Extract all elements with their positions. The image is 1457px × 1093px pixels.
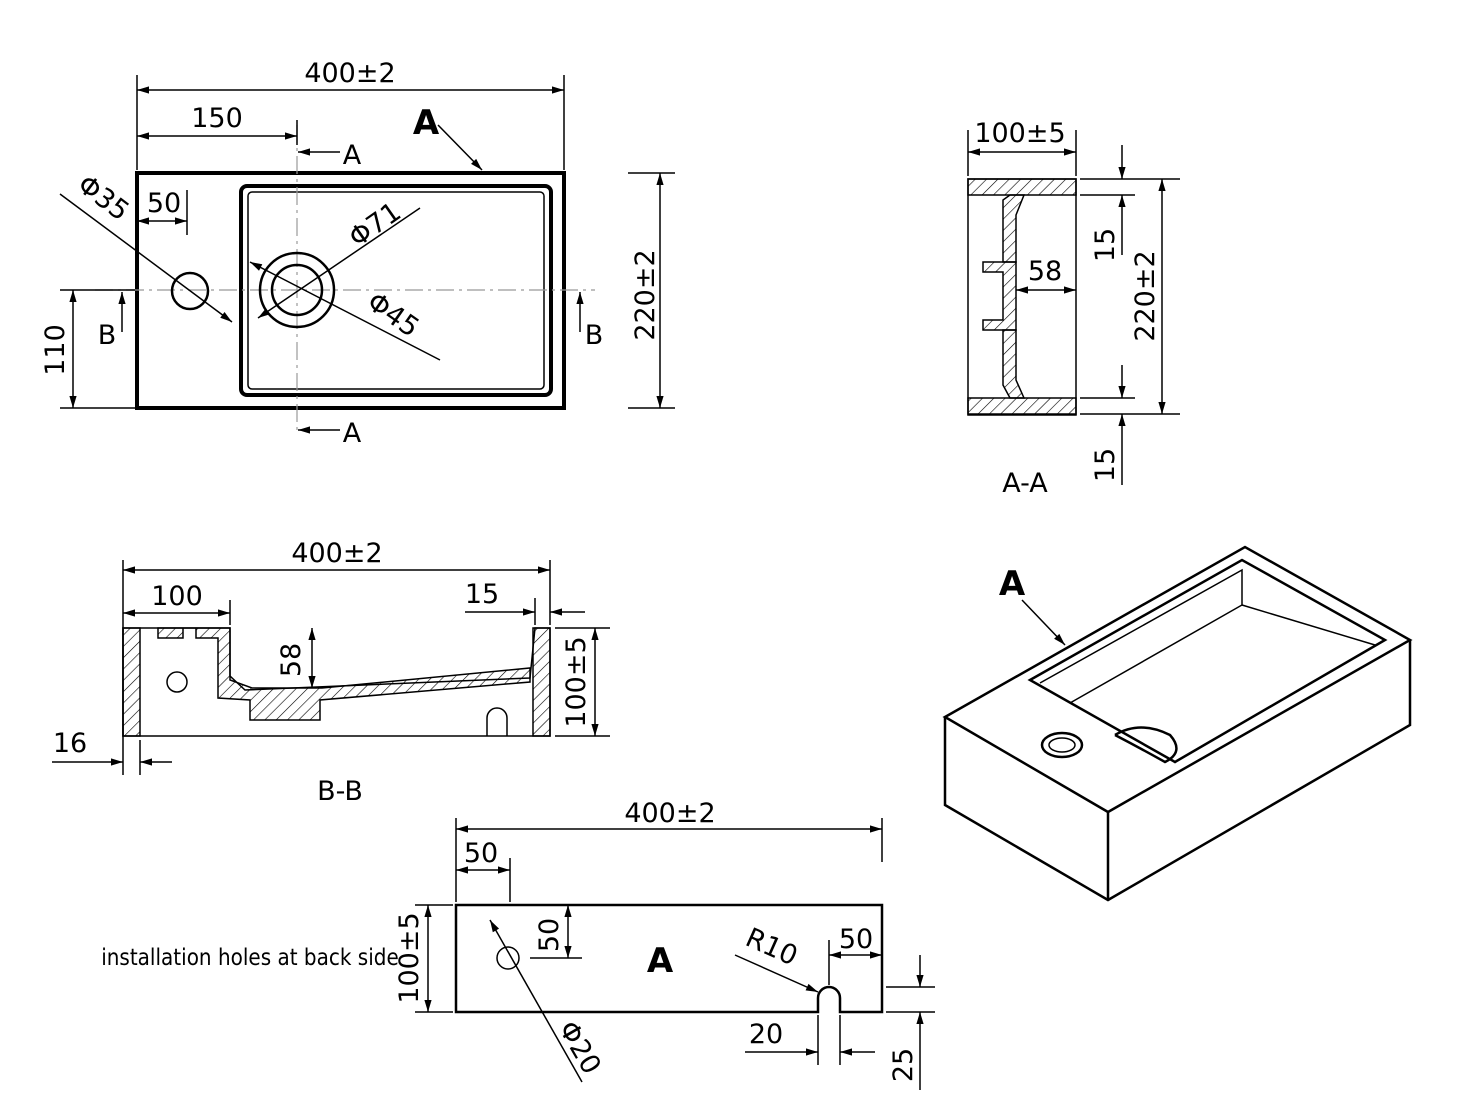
view-label: A	[413, 103, 440, 143]
installation-note: installation holes at back side	[101, 945, 399, 972]
dim-base-wall: 16	[53, 728, 87, 759]
dim-length: 400±2	[291, 538, 382, 569]
basin-outline	[239, 184, 553, 397]
dim-hole-offset-x: 50	[464, 838, 498, 869]
section-title: B-B	[317, 776, 363, 807]
dim-width: 220±2	[630, 249, 661, 340]
dim-height: 100±5	[974, 118, 1065, 149]
dim-length: 400±2	[624, 798, 715, 829]
view-label: A	[999, 564, 1026, 604]
dim-slot-width: 20	[749, 1019, 783, 1050]
section-a-bottom: A	[343, 418, 362, 449]
drain-outer	[258, 251, 336, 329]
dim-hole-offset: 150	[191, 103, 243, 134]
dim-hole-offset-y: 110	[40, 324, 71, 376]
dim-drain-depth: 58	[1028, 256, 1062, 287]
install-hole	[496, 946, 520, 970]
dim-width: 220±2	[1130, 250, 1161, 341]
view-label: A	[647, 941, 674, 981]
section-b-right: B	[585, 320, 604, 351]
dim-overflow-dia: Φ35	[72, 169, 135, 227]
dim-bottom-thickness: 15	[1090, 448, 1121, 482]
dim-overflow-offset: 50	[147, 188, 181, 219]
back-view: 400±2 50 50 100±5 A Φ20 R10 50 20 25 ins…	[101, 798, 935, 1090]
drain-inner	[270, 263, 324, 317]
dim-slot-radius: R10	[741, 922, 802, 972]
section-bb: 400±2 100 15 58 100±5 16 B-B	[52, 538, 610, 807]
dim-drain-depth: 58	[276, 643, 307, 677]
overflow-hole	[170, 271, 210, 311]
dim-drain-outer: Φ71	[343, 196, 406, 253]
dim-height: 100±5	[394, 912, 425, 1003]
dim-top-thickness: 15	[1090, 228, 1121, 262]
dim-slot-offset: 50	[839, 924, 873, 955]
dim-slot-height: 25	[888, 1048, 919, 1082]
section-a-top: A	[343, 140, 362, 171]
dim-hole-dia: Φ20	[552, 1016, 607, 1080]
top-view: 400±2 150 A A A 50 Φ35 Φ71 Φ45 B B 110	[40, 58, 675, 449]
section-title: A-A	[1002, 468, 1048, 499]
section-aa: 100±5 58 15 220±2 15 A-A	[967, 118, 1180, 499]
dim-wall: 15	[465, 579, 499, 610]
dim-length: 400±2	[304, 58, 395, 89]
isometric-view: A	[942, 545, 1413, 902]
dim-hole-offset-y: 50	[534, 918, 565, 952]
section-b-left: B	[98, 320, 117, 351]
dim-height: 100±5	[561, 636, 592, 727]
dim-basin-offset: 100	[151, 581, 203, 612]
